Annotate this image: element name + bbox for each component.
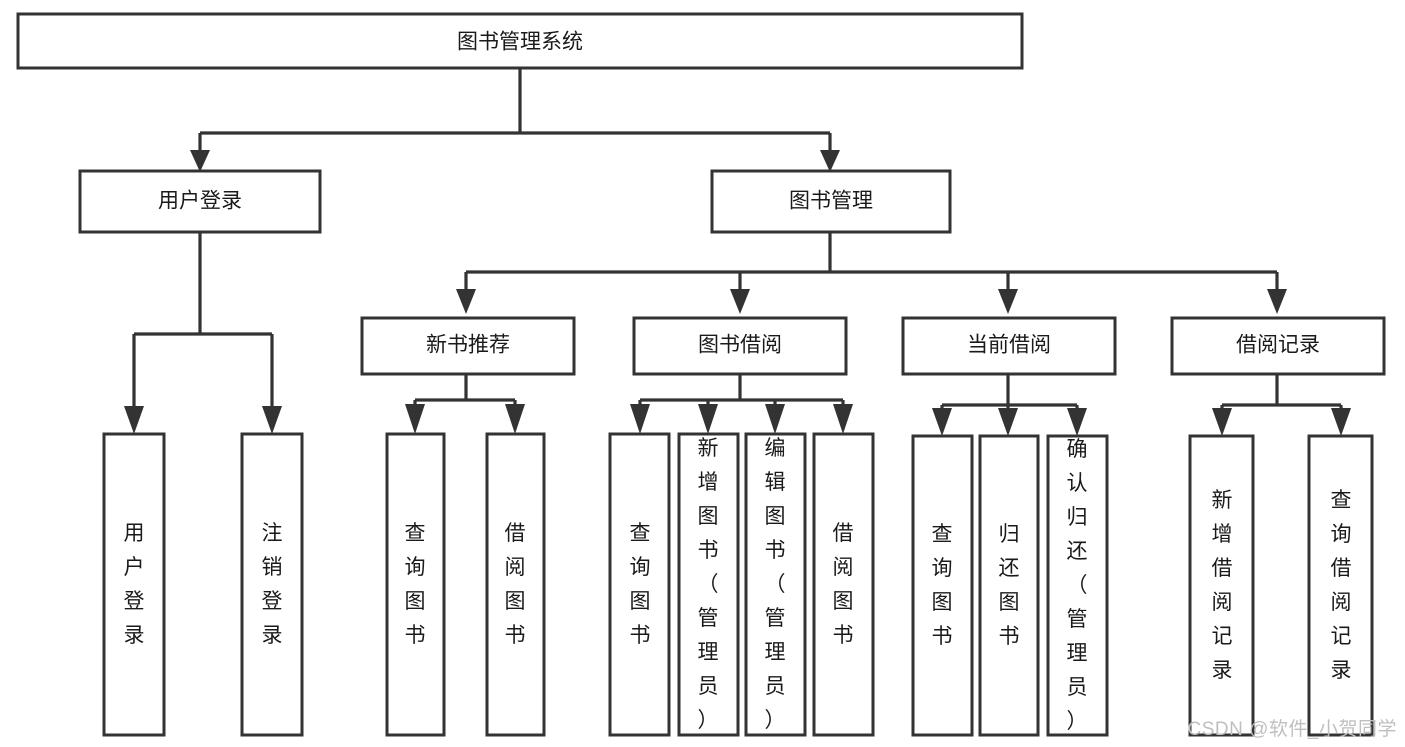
node-user-login-label: 用户登录 [158, 190, 242, 213]
node-leaf-return-book-label: 归还图书 [999, 523, 1020, 648]
node-leaf-query-book-3-box[interactable] [911, 434, 974, 737]
node-leaf-borrow-book-2-label: 借阅图书 [833, 522, 854, 647]
node-root-label: 图书管理系统 [457, 31, 583, 54]
node-leaf-return-book-box[interactable] [978, 434, 1040, 737]
node-leaf-query-book-1-box[interactable] [385, 432, 446, 737]
node-book-borrow-label: 图书借阅 [698, 334, 782, 357]
node-borrow-record-label: 借阅记录 [1236, 334, 1320, 357]
node-leaf-user-login[interactable]: 用户登录 [102, 432, 166, 737]
arrow-bm-to-new-book [456, 289, 476, 314]
node-leaf-edit-book-admin-box[interactable] [744, 432, 807, 737]
node-user-login[interactable]: 用户登录 [78, 169, 322, 234]
node-leaf-add-book-admin-box[interactable] [677, 432, 740, 737]
arrow-cb-to-leaf1 [932, 408, 952, 436]
node-leaf-add-record-box[interactable] [1188, 434, 1255, 737]
node-leaf-logout-label: 注销登录 [262, 522, 283, 647]
arrow-ul-to-leaf1 [124, 406, 144, 434]
node-leaf-add-book-admin[interactable]: 新增图书（管理员） [677, 432, 740, 737]
node-leaf-query-record-label: 查询借阅记录 [1331, 489, 1352, 682]
node-leaf-query-book-2-label: 查询图书 [630, 522, 651, 647]
connector-layer [124, 68, 1351, 436]
node-leaf-confirm-return-admin-box[interactable] [1046, 434, 1109, 737]
node-leaf-borrow-book-1-label: 借阅图书 [505, 522, 526, 647]
node-leaf-confirm-return-admin-label: 确认归还（管理员） [1067, 438, 1088, 733]
node-leaf-query-record[interactable]: 查询借阅记录 [1307, 434, 1374, 737]
node-leaf-edit-book-admin-label: 编辑图书（管理员） [765, 437, 786, 732]
arrow-bb-to-leaf3 [765, 404, 785, 434]
node-borrow-record-box[interactable] [1170, 316, 1386, 376]
arrow-bm-to-book-borrow [730, 289, 750, 314]
node-leaf-query-record-box[interactable] [1307, 434, 1374, 737]
node-leaf-add-record-label: 新增借阅记录 [1212, 489, 1233, 682]
node-book-borrow[interactable]: 图书借阅 [632, 316, 848, 376]
arrow-ul-to-leaf2 [262, 406, 282, 434]
node-leaf-user-login-box[interactable] [102, 432, 166, 737]
node-current-borrow[interactable]: 当前借阅 [901, 316, 1117, 376]
node-leaf-borrow-book-2[interactable]: 借阅图书 [812, 432, 875, 737]
node-leaf-query-book-3-label: 查询图书 [932, 523, 953, 648]
arrow-br-to-leaf1 [1212, 408, 1232, 436]
node-leaf-borrow-book-1-box[interactable] [485, 432, 546, 737]
arrow-root-to-book-manage [820, 150, 840, 172]
node-leaf-query-book-2-box[interactable] [608, 432, 671, 737]
node-leaf-confirm-return-admin[interactable]: 确认归还（管理员） [1046, 434, 1109, 737]
arrow-bm-to-current-borrow [998, 289, 1018, 314]
node-book-manage-label: 图书管理 [789, 190, 873, 213]
node-current-borrow-label: 当前借阅 [967, 334, 1051, 357]
node-leaf-add-book-admin-label: 新增图书（管理员） [698, 437, 719, 732]
arrow-root-to-user-login [190, 150, 210, 172]
node-leaf-query-book-3[interactable]: 查询图书 [911, 434, 974, 737]
node-current-borrow-box[interactable] [901, 316, 1117, 376]
arrow-cb-to-leaf3 [1067, 408, 1087, 436]
node-leaf-query-book-1-label: 查询图书 [405, 522, 426, 647]
node-leaf-edit-book-admin[interactable]: 编辑图书（管理员） [744, 432, 807, 737]
arrow-bb-to-leaf2 [698, 404, 718, 434]
node-leaf-logout[interactable]: 注销登录 [240, 432, 304, 737]
node-root-box[interactable] [16, 12, 1024, 70]
node-leaf-logout-box[interactable] [240, 432, 304, 737]
node-leaf-query-book-1[interactable]: 查询图书 [385, 432, 446, 737]
arrow-bb-to-leaf1 [630, 404, 650, 434]
node-new-book-recommend-box[interactable] [360, 316, 576, 376]
node-new-book-recommend-label: 新书推荐 [426, 334, 510, 357]
arrow-nb-to-leaf1 [405, 404, 425, 434]
arrow-nb-to-leaf2 [505, 404, 525, 434]
node-borrow-record[interactable]: 借阅记录 [1170, 316, 1386, 376]
node-leaf-query-book-2[interactable]: 查询图书 [608, 432, 671, 737]
node-leaf-add-record[interactable]: 新增借阅记录 [1188, 434, 1255, 737]
arrow-bm-to-borrow-record [1267, 289, 1287, 314]
node-leaf-borrow-book-1[interactable]: 借阅图书 [485, 432, 546, 737]
arrow-br-to-leaf2 [1331, 408, 1351, 436]
node-new-book-recommend[interactable]: 新书推荐 [360, 316, 576, 376]
arrow-bb-to-leaf4 [833, 404, 853, 434]
node-leaf-return-book[interactable]: 归还图书 [978, 434, 1040, 737]
node-leaf-borrow-book-2-box[interactable] [812, 432, 875, 737]
node-book-manage-box[interactable] [710, 169, 952, 234]
node-user-login-box[interactable] [78, 169, 322, 234]
node-leaf-user-login-label: 用户登录 [124, 522, 145, 647]
node-root[interactable]: 图书管理系统 [16, 12, 1024, 70]
node-book-borrow-box[interactable] [632, 316, 848, 376]
node-book-manage[interactable]: 图书管理 [710, 169, 952, 234]
arrow-cb-to-leaf2 [998, 408, 1018, 436]
